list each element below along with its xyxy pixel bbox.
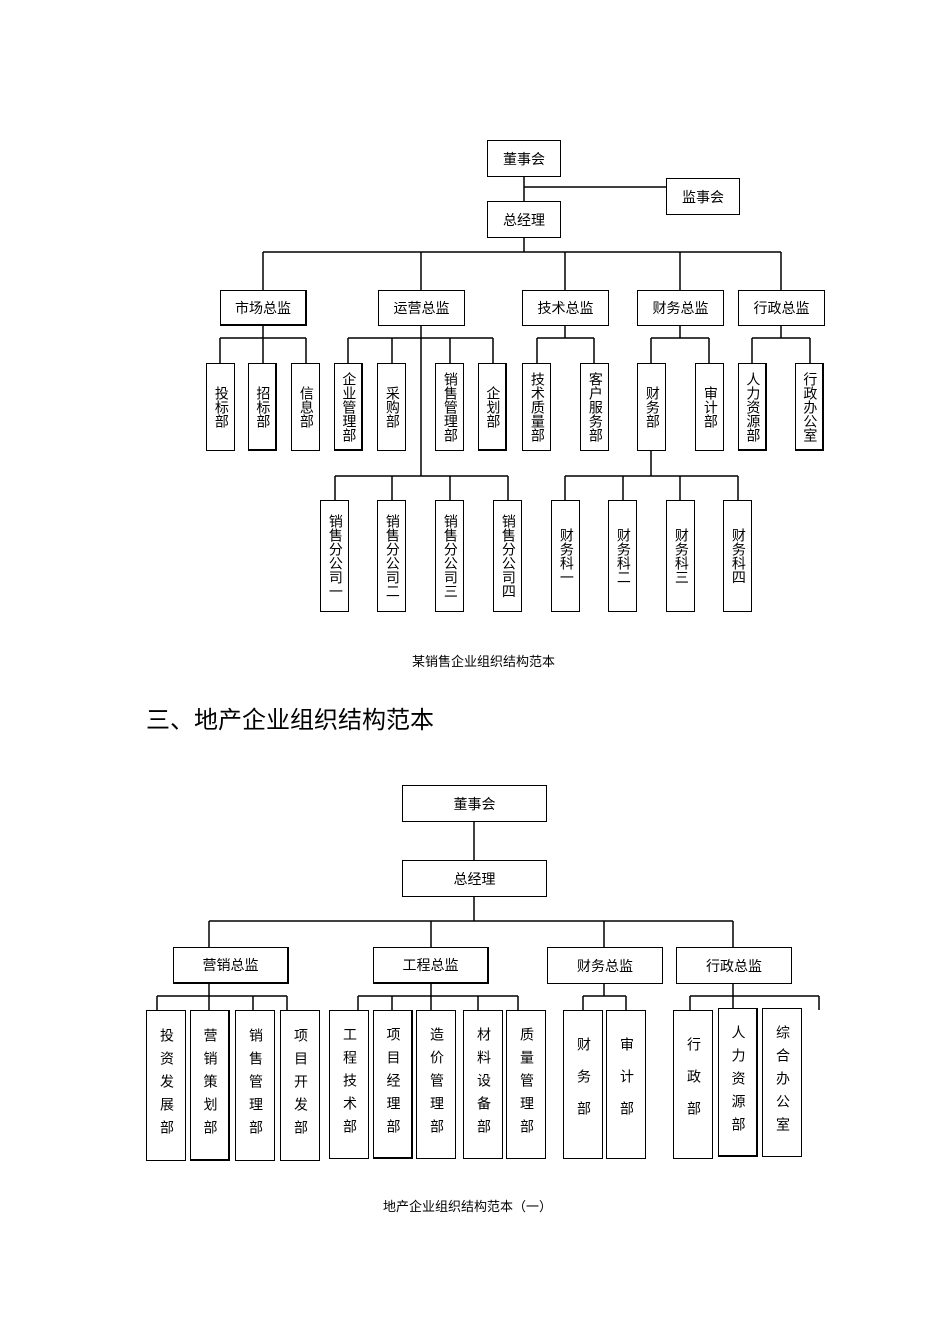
dept-marketing-planning: 营销策划部 — [190, 1010, 230, 1161]
dept-admin-office: 行政办公室 — [795, 363, 824, 451]
general-manager-box: 总经理 — [487, 201, 561, 238]
dept-materials-equipment: 材料设备部 — [463, 1010, 503, 1159]
dept-sales-management: 销售管理部 — [435, 363, 464, 451]
sales-branch-2: 销售分公司二 — [377, 500, 406, 612]
dept-tech-quality: 技术质量部 — [522, 363, 551, 451]
director-technology: 技术总监 — [522, 290, 609, 326]
finance-section-2: 财务科二 — [608, 500, 637, 612]
chart1-caption: 某销售企业组织结构范本 — [412, 655, 556, 670]
finance-section-3: 财务科三 — [666, 500, 695, 612]
director-operations: 运营总监 — [378, 290, 465, 326]
director-finance: 财务总监 — [637, 290, 724, 326]
dept-finance: 财务部 — [637, 363, 666, 451]
dept-customer-service: 客户服务部 — [580, 363, 609, 451]
dept-finance-2: 财务部 — [563, 1010, 603, 1159]
dept-project-manager: 项目经理部 — [373, 1010, 413, 1159]
director-admin: 行政总监 — [738, 290, 825, 326]
dept-general-office: 综合办公室 — [762, 1008, 802, 1157]
dept-information: 信息部 — [291, 363, 320, 451]
director-marketing: 营销总监 — [173, 947, 289, 984]
section-heading: 三、地产企业组织结构范本 — [146, 706, 434, 734]
dept-tendering: 招标部 — [248, 363, 277, 451]
dept-project-development: 项目开发部 — [280, 1010, 320, 1161]
dept-audit-2: 审计部 — [606, 1010, 646, 1159]
supervisors-box: 监事会 — [666, 178, 740, 215]
dept-bidding: 投标部 — [206, 363, 235, 451]
dept-enterprise-management: 企业管理部 — [334, 363, 363, 451]
sales-branch-3: 销售分公司三 — [435, 500, 464, 612]
finance-section-4: 财务科四 — [723, 500, 752, 612]
dept-hr: 人力资源部 — [738, 363, 767, 451]
dept-audit: 审计部 — [695, 363, 724, 451]
dept-planning: 企划部 — [478, 363, 507, 451]
board-box-2: 董事会 — [402, 785, 547, 822]
director-market: 市场总监 — [220, 290, 307, 326]
board-box: 董事会 — [487, 140, 561, 177]
dept-engineering-tech: 工程技术部 — [329, 1010, 369, 1159]
general-manager-box-2: 总经理 — [402, 860, 547, 897]
director-finance-2: 财务总监 — [547, 947, 663, 984]
dept-cost-management: 造价管理部 — [416, 1010, 456, 1159]
director-admin-2: 行政总监 — [676, 947, 792, 984]
sales-branch-1: 销售分公司一 — [320, 500, 349, 612]
dept-sales-management-2: 销售管理部 — [235, 1010, 275, 1161]
chart2-caption: 地产企业组织结构范本（一） — [383, 1200, 553, 1215]
director-engineering: 工程总监 — [373, 947, 489, 984]
dept-quality-management: 质量管理部 — [506, 1010, 546, 1159]
sales-branch-4: 销售分公司四 — [493, 500, 522, 612]
dept-administration: 行政部 — [673, 1010, 713, 1159]
dept-hr-2: 人力资源部 — [718, 1008, 758, 1157]
dept-investment-development: 投资发展部 — [146, 1010, 186, 1161]
dept-procurement: 采购部 — [377, 363, 406, 451]
finance-section-1: 财务科一 — [551, 500, 580, 612]
